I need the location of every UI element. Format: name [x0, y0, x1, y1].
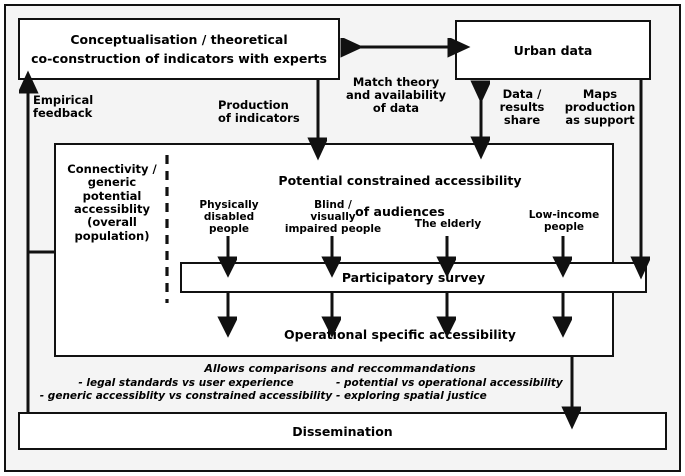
dissemination-label: Dissemination [292, 423, 393, 439]
label-data-results-share: Data / results share [499, 87, 545, 127]
potential-line1: Potential constrained accessibility [278, 172, 522, 188]
audience-low-income: Low-income people [528, 209, 600, 233]
footnote-heading: Allows comparisons and reccommandations [204, 362, 476, 375]
potential-line2: of audiences [355, 203, 445, 219]
conceptualisation-line2: co-construction of indicators with exper… [31, 51, 327, 66]
label-empirical-feedback: Empirical feedback [33, 93, 94, 120]
footnote-right: - potential vs operational accessibility… [336, 377, 563, 403]
label-operational-accessibility: Operational specific accessibility [284, 327, 516, 342]
conceptualisation-line1: Conceptualisation / theoretical [70, 31, 288, 47]
label-production-of-indicators: Production of indicators [218, 98, 300, 125]
audience-physically-disabled: Physically disabled people [199, 199, 259, 235]
participatory-survey-label: Participatory survey [341, 270, 486, 285]
box-conceptualisation: Conceptualisation / theoretical co-const… [18, 18, 340, 80]
box-dissemination: Dissemination [18, 412, 667, 450]
label-match-theory: Match theory and availability of data [346, 75, 446, 115]
urban-data-label: Urban data [513, 42, 593, 58]
audience-elderly: The elderly [414, 218, 482, 230]
audience-blind-visually-impaired: Blind / visually impaired people [284, 199, 382, 235]
label-maps-production: Maps production as support [564, 87, 636, 127]
box-urban-data: Urban data [455, 20, 651, 80]
label-potential-constrained: Potential constrained accessibility of a… [180, 157, 620, 220]
box-participatory-survey: Participatory survey [180, 262, 647, 293]
label-connectivity: Connectivity / generic potential accessi… [67, 162, 157, 243]
footnote-left: - legal standards vs user experience - g… [39, 377, 333, 403]
